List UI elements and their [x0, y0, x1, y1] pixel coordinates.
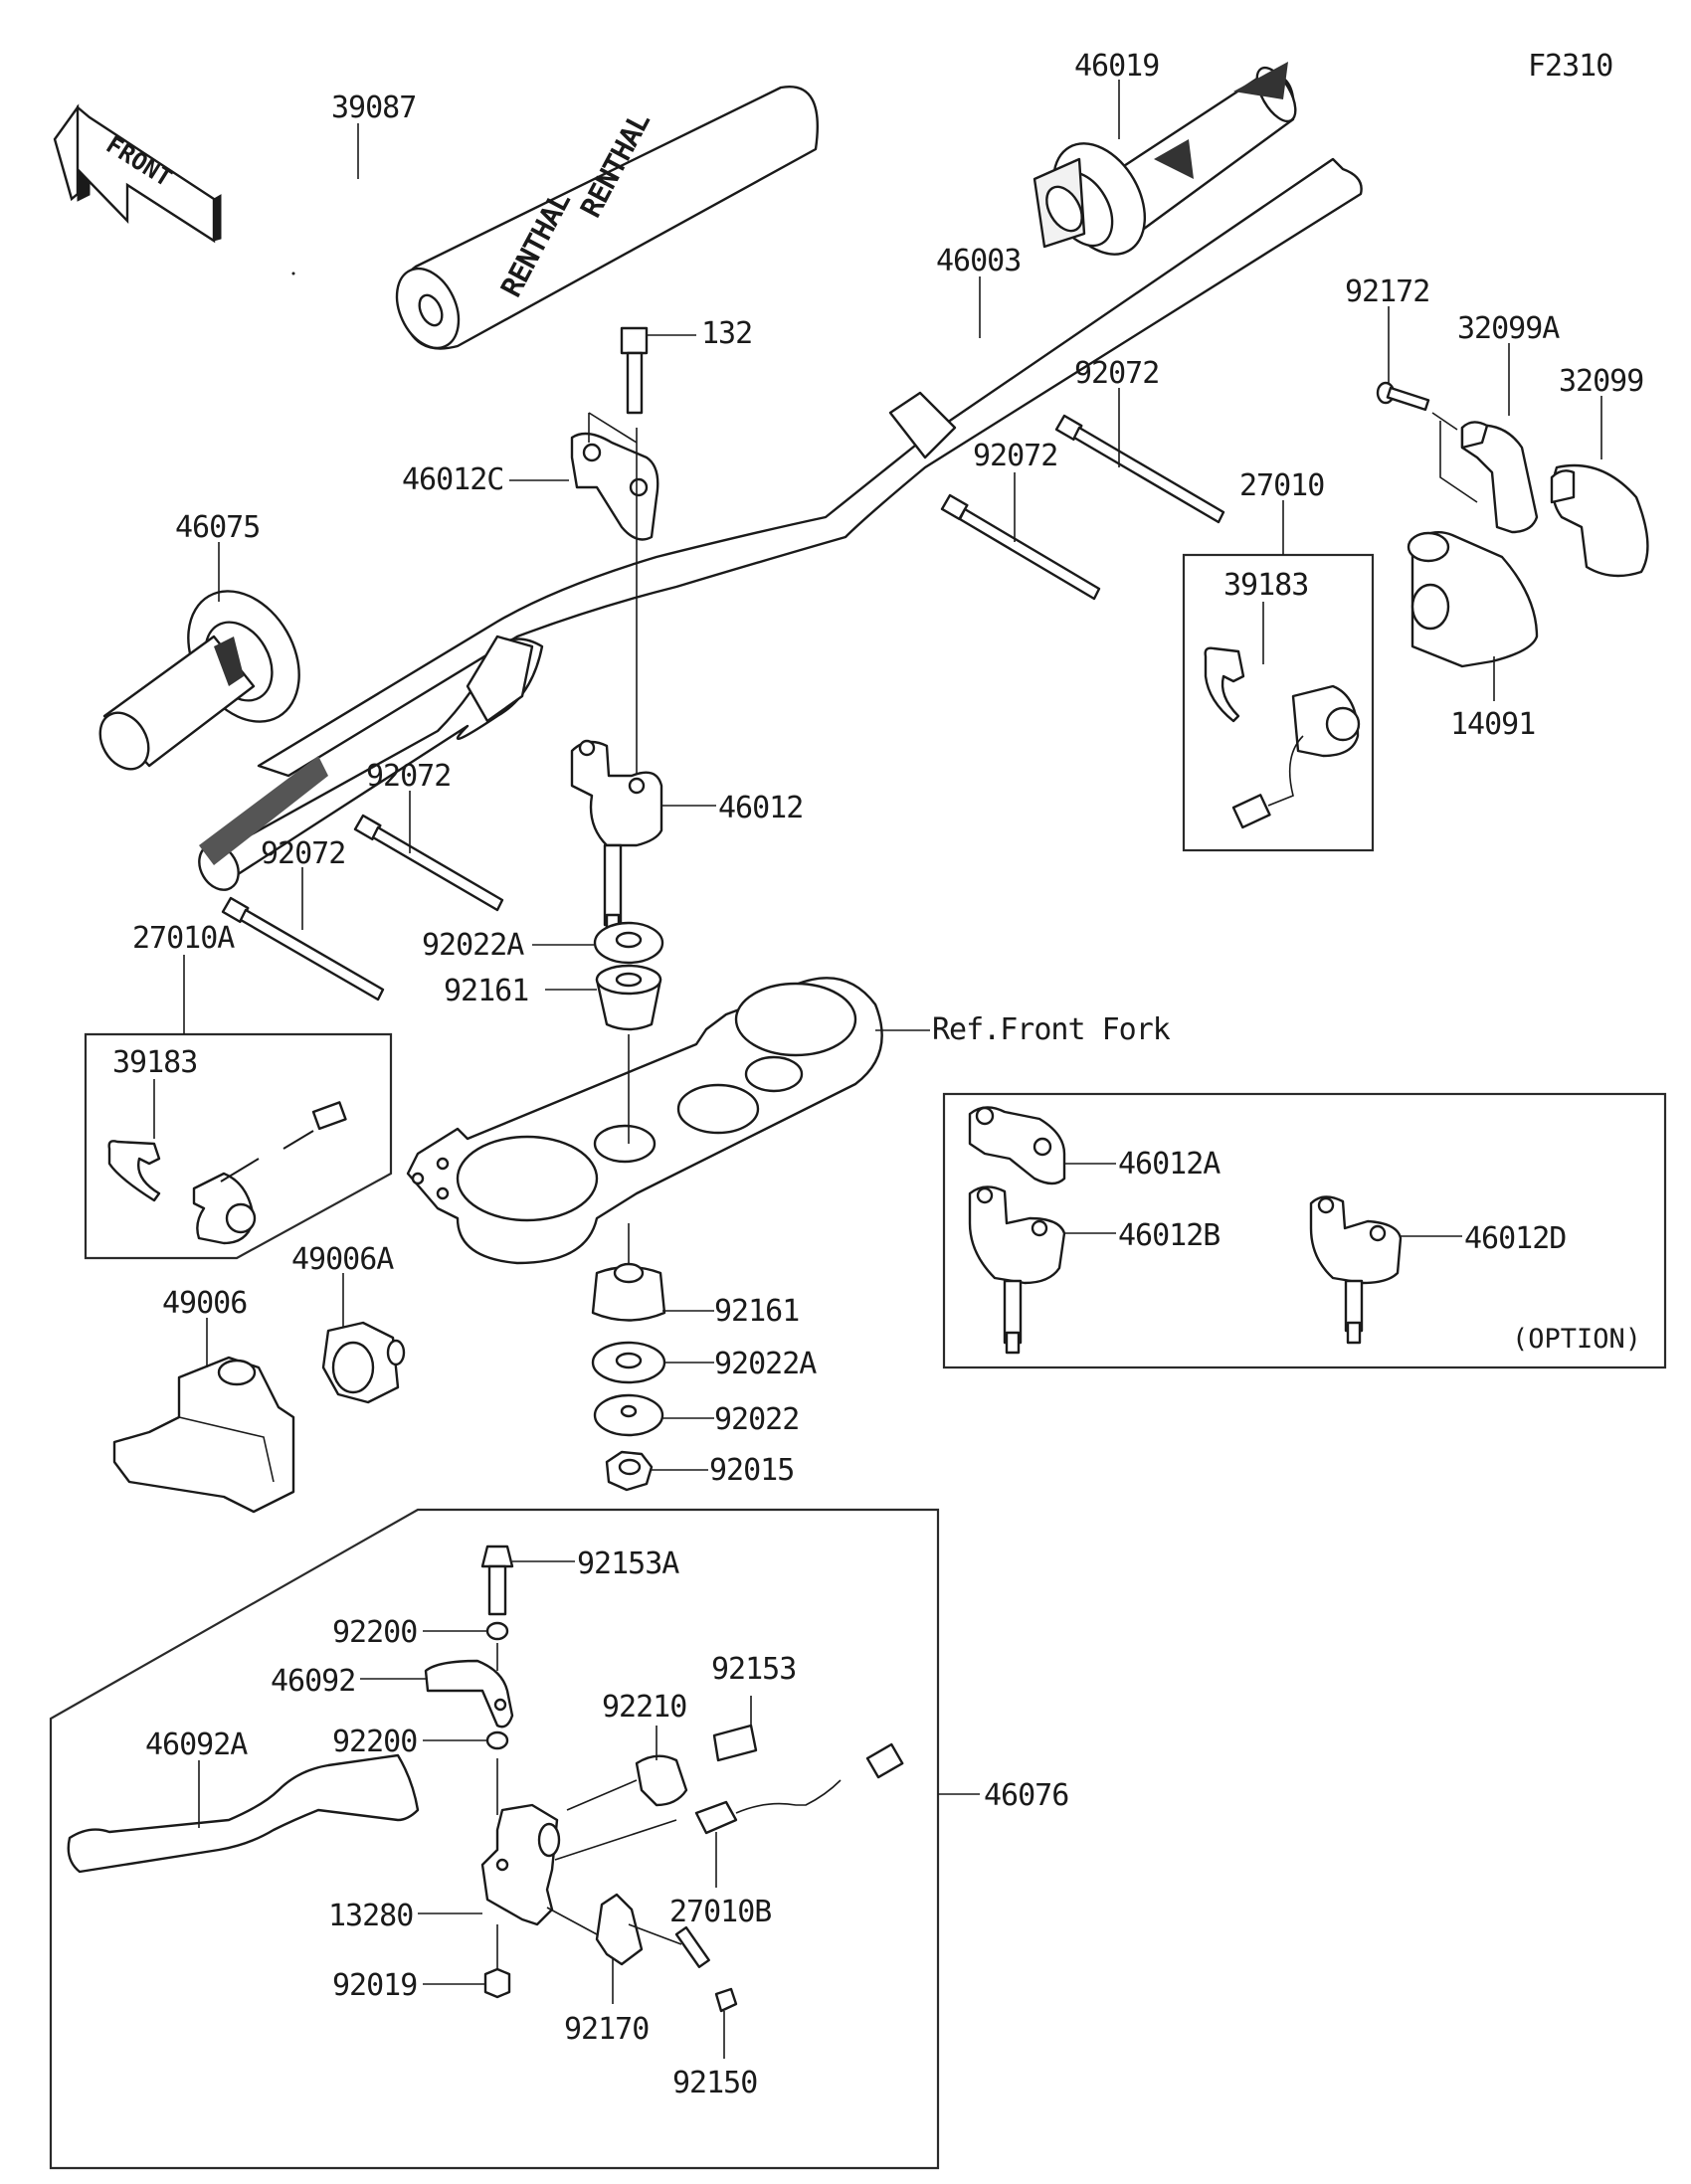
callout-39183-a[interactable]: 39183: [1223, 568, 1309, 603]
callout-92150[interactable]: 92150: [672, 2066, 758, 2100]
callout-27010A[interactable]: 27010A: [132, 921, 236, 956]
callout-46075[interactable]: 46075: [175, 510, 261, 545]
callout-49006A[interactable]: 49006A: [291, 1242, 395, 1277]
adjuster-49006A: [321, 1321, 406, 1404]
kill-switch-27010A: [192, 1101, 347, 1245]
callout-46019[interactable]: 46019: [1074, 49, 1160, 84]
callout-92072-b[interactable]: 92072: [973, 439, 1058, 473]
clamp-46012A: [968, 1106, 1066, 1185]
bushing-92161-bot: [591, 1262, 666, 1322]
washer-92200-b: [485, 1730, 509, 1750]
callout-46012A[interactable]: 46012A: [1118, 1147, 1221, 1182]
bolt-92150: [674, 1925, 738, 2013]
cover-14091: [1407, 531, 1539, 668]
screw-92172: [1376, 381, 1430, 412]
callout-32099A[interactable]: 32099A: [1457, 311, 1561, 346]
callout-92200-b[interactable]: 92200: [332, 1725, 418, 1759]
clutch-switch-27010B: [694, 1742, 904, 1835]
guard-49006: [112, 1356, 295, 1514]
callout-92172[interactable]: 92172: [1345, 274, 1430, 309]
callout-92161-bot[interactable]: 92161: [714, 1294, 800, 1329]
callout-92200-a[interactable]: 92200: [332, 1615, 418, 1650]
option-label: (OPTION): [1512, 1324, 1641, 1355]
washer-92022: [593, 1393, 664, 1437]
callout-46076[interactable]: 46076: [984, 1778, 1069, 1813]
riser-46012D: [1309, 1195, 1403, 1345]
throttle-grip-46019: [1033, 62, 1297, 256]
cable-tie-92072-d: [221, 896, 385, 1001]
cable-tie-92072-b: [940, 493, 1101, 601]
callout-92072-c[interactable]: 92072: [366, 759, 452, 794]
callout-92153[interactable]: 92153: [711, 1652, 797, 1687]
washer-92200-a: [485, 1621, 509, 1641]
bolt-132: [620, 326, 649, 415]
nut-92019: [483, 1967, 511, 1999]
switch-clamp-39183-b: [107, 1140, 161, 1202]
callout-92153A[interactable]: 92153A: [577, 1547, 680, 1581]
adjuster-arm-46092: [424, 1659, 514, 1729]
callout-46012C[interactable]: 46012C: [402, 462, 504, 497]
bolt-92153A: [480, 1545, 514, 1616]
callout-14091[interactable]: 14091: [1450, 707, 1536, 742]
callout-46092[interactable]: 46092: [271, 1664, 356, 1699]
housing-32099A: [1460, 421, 1539, 534]
kit-box-27010A: [84, 1032, 393, 1260]
callout-46012D[interactable]: 46012D: [1464, 1221, 1567, 1256]
callout-92161-top[interactable]: 92161: [444, 974, 529, 1008]
callout-92022A-bot[interactable]: 92022A: [714, 1347, 818, 1381]
clamp-46012C: [570, 432, 659, 541]
reference-front-fork[interactable]: Ref.Front Fork: [932, 1012, 1172, 1047]
callout-46092A[interactable]: 46092A: [145, 1728, 249, 1762]
washer-92022A-top: [593, 921, 664, 965]
callout-92022A-top[interactable]: 92022A: [422, 928, 525, 963]
callout-92015[interactable]: 92015: [709, 1453, 795, 1488]
callout-46003[interactable]: 46003: [936, 244, 1022, 278]
screw-92153: [712, 1724, 758, 1762]
washer-92022A-bot: [591, 1341, 666, 1384]
callout-39087[interactable]: 39087: [331, 91, 417, 125]
callout-27010[interactable]: 27010: [1239, 468, 1325, 503]
callout-46012[interactable]: 46012: [718, 791, 804, 825]
lever-perch-13280: [480, 1803, 561, 1926]
callout-13280[interactable]: 13280: [328, 1899, 414, 1933]
callout-39183-b[interactable]: 39183: [112, 1045, 198, 1080]
callout-32099[interactable]: 32099: [1559, 364, 1644, 399]
clutch-lever-46092A: [67, 1753, 420, 1874]
callout-27010B[interactable]: 27010B: [669, 1895, 772, 1929]
callout-92022[interactable]: 92022: [714, 1402, 800, 1437]
callout-46012B[interactable]: 46012B: [1118, 1218, 1221, 1253]
callout-92170[interactable]: 92170: [564, 2012, 650, 2047]
nut-92015: [605, 1450, 654, 1492]
option-box: [942, 1092, 1667, 1369]
front-arrow-icon: FRONT: [53, 103, 222, 244]
riser-46012B: [968, 1185, 1066, 1355]
callout-92072-d[interactable]: 92072: [261, 836, 346, 871]
housing-32099: [1550, 463, 1649, 578]
cable-tie-92072-c: [353, 814, 504, 912]
left-grip-46075: [98, 590, 300, 771]
kit-box-46076: [49, 1508, 940, 2170]
handlebar-46003: [198, 157, 1363, 891]
callout-92019[interactable]: 92019: [332, 1968, 418, 2003]
riser-46012: [570, 739, 663, 943]
adjuster-92210: [635, 1754, 688, 1807]
callout-92072-a[interactable]: 92072: [1074, 356, 1160, 391]
callout-92210[interactable]: 92210: [602, 1690, 687, 1725]
callout-49006[interactable]: 49006: [162, 1286, 248, 1321]
switch-clamp-39183-a: [1204, 646, 1245, 723]
bushing-92161-top: [595, 964, 662, 1031]
bar-knurl: [199, 756, 328, 865]
triple-clamp: [406, 977, 883, 1265]
perch-clamp-92170: [595, 1893, 644, 1966]
figure-code: F2310: [1528, 49, 1612, 84]
cable-tie-92072-a: [1054, 414, 1225, 524]
kit-box-27010: [1182, 553, 1375, 852]
kill-switch-27010: [1231, 684, 1361, 829]
callout-132[interactable]: 132: [701, 316, 753, 351]
